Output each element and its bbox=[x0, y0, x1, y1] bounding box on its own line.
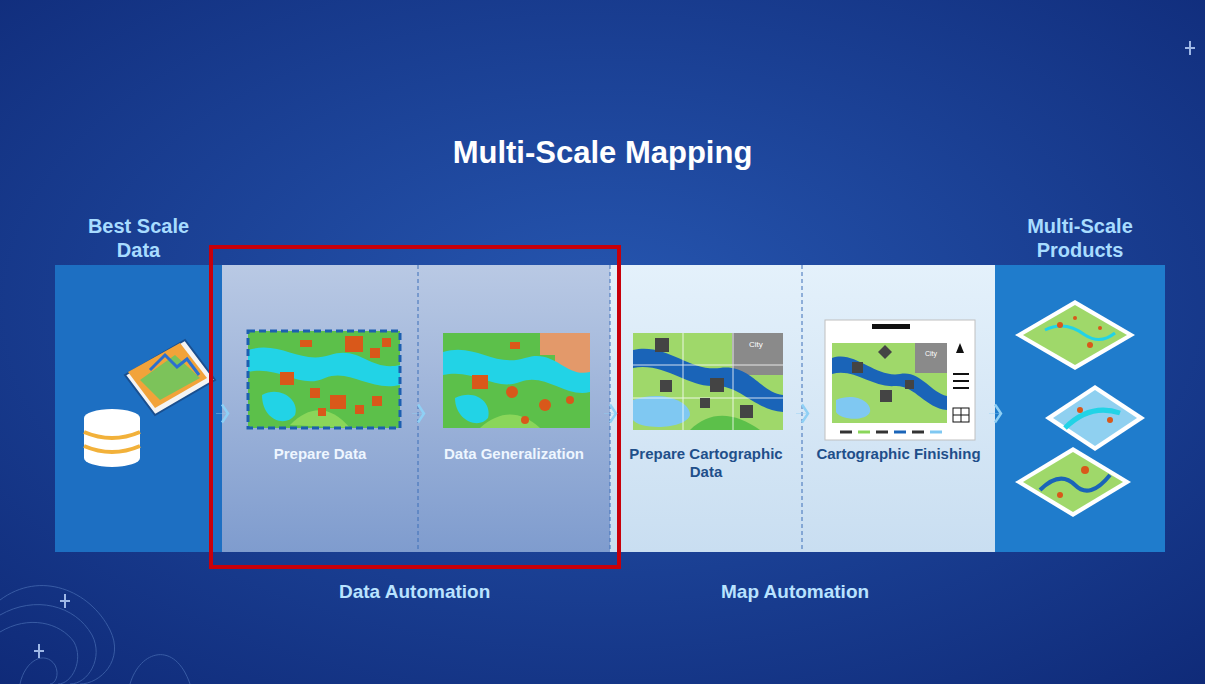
stage-label-text: Prepare Cartographic Data bbox=[620, 445, 792, 481]
stage-label: Prepare Cartographic Data bbox=[610, 445, 802, 495]
group-label: Data Automation bbox=[339, 581, 490, 603]
panel-heading: Best Scale Data bbox=[55, 207, 222, 262]
map-place-label: City bbox=[749, 340, 763, 349]
stage-label-text: Data Generalization bbox=[428, 445, 600, 463]
stage-label-text: Cartographic Finishing bbox=[812, 445, 985, 463]
panel-heading: Multi-Scale Products bbox=[995, 207, 1165, 262]
stage-label: Cartographic Finishing bbox=[802, 445, 995, 495]
process-stage: Prepare Cartographic Data bbox=[610, 265, 802, 552]
diagram-title: Multi-Scale Mapping bbox=[0, 135, 1205, 171]
chevron-connector bbox=[604, 405, 616, 423]
stage-label: Prepare Data bbox=[222, 445, 418, 495]
chevron-connector bbox=[989, 405, 1001, 423]
chevron-connector bbox=[216, 405, 228, 423]
chevron-connector bbox=[796, 405, 808, 423]
panel-heading-text: Multi-Scale Products bbox=[1005, 214, 1155, 262]
stage-panel-headed: Best Scale Data bbox=[55, 265, 222, 552]
group-label: Map Automation bbox=[721, 581, 869, 603]
panel-heading-text: Best Scale Data bbox=[65, 214, 212, 262]
process-stage: Cartographic Finishing bbox=[802, 265, 995, 552]
process-stage: Data Generalization bbox=[418, 265, 610, 552]
chevron-connector bbox=[412, 405, 424, 423]
stage-label: Data Generalization bbox=[418, 445, 610, 495]
stage-panel-headed: Multi-Scale Products bbox=[995, 265, 1165, 552]
process-stage: Prepare Data bbox=[222, 265, 418, 552]
map-place-label: City bbox=[925, 350, 937, 357]
stage-label-text: Prepare Data bbox=[232, 445, 408, 463]
